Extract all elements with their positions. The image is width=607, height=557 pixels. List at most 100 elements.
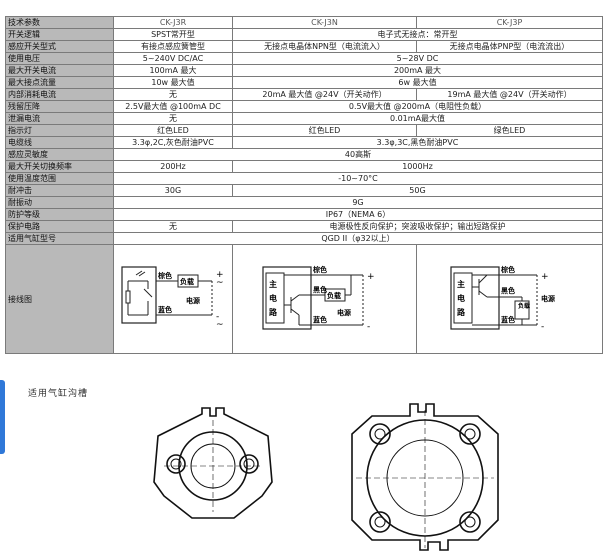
cell-value: 100mA 最大: [113, 64, 233, 77]
cell-value: -10~70°C: [113, 172, 603, 185]
row-label: 指示灯: [5, 124, 114, 137]
cell-value: 2.5V最大值 @100mA DC: [113, 100, 233, 113]
table-row: 开关逻辑 SPST常开型 电子式无接点：常开型: [5, 28, 603, 41]
cell-value: 40高斯: [113, 148, 603, 161]
main-circuit-label: 电: [457, 293, 465, 303]
table-row: 最大开关电流 100mA 最大 200mA 最大: [5, 64, 603, 77]
table-header-row: 技术参数 CK-J3R CK-J3N CK-J3P: [5, 16, 603, 29]
cell-value: 0.5V最大值 @200mA（电阻性负载）: [232, 100, 603, 113]
cell-value: 200mA 最大: [232, 64, 603, 77]
row-label: 适用气缸型号: [5, 232, 114, 245]
cell-value: 200Hz: [113, 160, 233, 173]
cell-value: 电子式无接点：常开型: [232, 28, 603, 41]
cell-value: 0.01mA最大值: [232, 112, 603, 125]
wiring-row: 接线图 棕色 蓝色 负载 电源: [5, 244, 603, 354]
cell-value: 5~240V DC/AC: [113, 52, 233, 65]
cell-value: SPST常开型: [113, 28, 233, 41]
table-row: 适用气缸型号 QGD II（φ32以上）: [5, 232, 603, 245]
col-ck-j3n: CK-J3N: [232, 16, 417, 29]
table-row: 感应开关型式 有接点感应簧管型 无接点电晶体NPN型（电流流入） 无接点电晶体P…: [5, 40, 603, 53]
blue-wire-label: 蓝色: [501, 315, 515, 324]
header-label: 技术参数: [5, 16, 114, 29]
table-row: 泄漏电流 无 0.01mA最大值: [5, 112, 603, 125]
table-row: 保护电路 无 电源极性反向保护；突波吸收保护；输出短路保护: [5, 220, 603, 233]
cell-value: 3.3φ,2C,灰色耐油PVC: [113, 136, 233, 149]
cell-value: 无: [113, 112, 233, 125]
power-label: 电源: [186, 296, 200, 305]
main-circuit-label: 主: [269, 279, 277, 289]
row-label: 保护电路: [5, 220, 114, 233]
row-label: 最大开关电流: [5, 64, 114, 77]
main-circuit-label: 电: [269, 293, 277, 303]
black-wire-label: 黑色: [313, 285, 327, 294]
row-label: 电缆线: [5, 136, 114, 149]
tilde-sign: ~: [216, 320, 224, 330]
main-circuit-label: 路: [269, 307, 278, 317]
large-slot-profile: [351, 403, 499, 551]
wiring-diagram-ck-j3n: 主 电 路 棕色 黑色 蓝色 负载 电源: [232, 244, 417, 354]
minus-sign: -: [367, 322, 370, 332]
cell-value: 红色LED: [232, 124, 417, 137]
cell-value: 红色LED: [113, 124, 233, 137]
wiring-diagram-ck-j3p: 主 电 路 棕色 黑色 蓝色 负载 电源 +: [416, 244, 603, 354]
load-label: 负载: [180, 277, 194, 286]
reed-wiring-svg: 棕色 蓝色 负载 电源 + ~ - ~: [121, 266, 224, 330]
power-label: 电源: [337, 308, 351, 317]
npn-wiring-svg: 主 电 路 棕色 黑色 蓝色 负载 电源: [262, 265, 375, 332]
load-label: 负载: [327, 291, 341, 300]
table-row: 电缆线 3.3φ,2C,灰色耐油PVC 3.3φ,3C,黑色耐油PVC: [5, 136, 603, 149]
wiring-diagram-ck-j3r: 棕色 蓝色 负载 电源 + ~ - ~: [113, 244, 233, 354]
table-row: 耐振动 9G: [5, 196, 603, 209]
row-label: 使用电压: [5, 52, 114, 65]
blue-wire-label: 蓝色: [313, 315, 327, 324]
minus-sign: -: [216, 312, 219, 322]
slot-caption: 适用气缸沟槽: [28, 389, 89, 399]
row-label: 开关逻辑: [5, 28, 114, 41]
cell-value: 30G: [113, 184, 233, 197]
table-row: 防护等级 IP67（NEMA 6）: [5, 208, 603, 221]
cell-value: 10w 最大值: [113, 76, 233, 89]
table-row: 最大开关切换频率 200Hz 1000Hz: [5, 160, 603, 173]
row-label: 耐振动: [5, 196, 114, 209]
row-label: 使用温度范围: [5, 172, 114, 185]
main-circuit-label: 路: [457, 307, 466, 317]
brown-wire-label: 棕色: [157, 271, 172, 280]
cell-value: 50G: [232, 184, 603, 197]
cell-value: 无接点电晶体PNP型（电流流出）: [416, 40, 603, 53]
row-label: 残留压降: [5, 100, 114, 113]
row-label: 感应开关型式: [5, 40, 114, 53]
cell-value: 9G: [113, 196, 603, 209]
black-wire-label: 黑色: [501, 286, 515, 295]
col-ck-j3r: CK-J3R: [113, 16, 233, 29]
row-label: 接线图: [5, 244, 114, 354]
col-ck-j3p: CK-J3P: [416, 16, 603, 29]
cell-value: 绿色LED: [416, 124, 603, 137]
plus-sign: +: [541, 272, 549, 282]
table-row: 使用电压 5~240V DC/AC 5~28V DC: [5, 52, 603, 65]
row-label: 防护等级: [5, 208, 114, 221]
cell-value: 无: [113, 220, 233, 233]
spec-table: 技术参数 CK-J3R CK-J3N CK-J3P 开关逻辑 SPST常开型 电…: [5, 16, 603, 354]
cell-value: 20mA 最大值 @24V（开关动作）: [232, 88, 417, 101]
table-row: 使用温度范围 -10~70°C: [5, 172, 603, 185]
cell-value: 有接点感应簧管型: [113, 40, 233, 53]
row-label: 泄漏电流: [5, 112, 114, 125]
table-row: 指示灯 红色LED 红色LED 绿色LED: [5, 124, 603, 137]
main-circuit-label: 主: [457, 279, 465, 289]
cell-value: 1000Hz: [232, 160, 603, 173]
side-tab-indicator[interactable]: [0, 380, 5, 454]
row-label: 最大开关切换频率: [5, 160, 114, 173]
minus-sign: -: [541, 322, 544, 332]
brown-wire-label: 棕色: [312, 265, 327, 274]
row-label: 耐冲击: [5, 184, 114, 197]
cell-value: IP67（NEMA 6）: [113, 208, 603, 221]
plus-sign: +: [216, 270, 224, 280]
cell-value: 无: [113, 88, 233, 101]
table-row: 残留压降 2.5V最大值 @100mA DC 0.5V最大值 @200mA（电阻…: [5, 100, 603, 113]
brown-wire-label: 棕色: [500, 265, 515, 274]
power-label: 电源: [541, 294, 555, 303]
table-row: 最大接点流量 10w 最大值 6w 最大值: [5, 76, 603, 89]
cell-value: 19mA 最大值 @24V（开关动作）: [416, 88, 603, 101]
table-row: 感应灵敏度 40高斯: [5, 148, 603, 161]
row-label: 内部消耗电流: [5, 88, 114, 101]
